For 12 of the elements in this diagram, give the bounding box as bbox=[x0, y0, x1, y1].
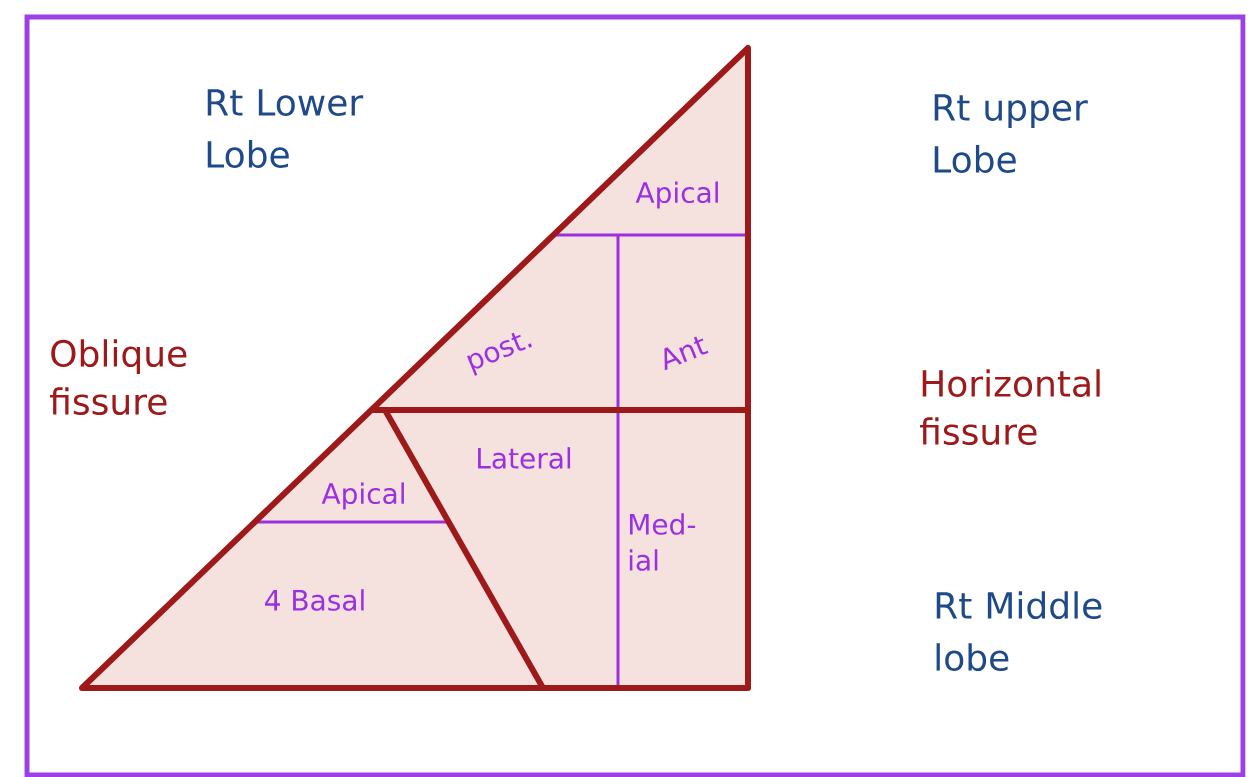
segment-label: Apical bbox=[321, 482, 404, 510]
segment-label: Med-ial bbox=[629, 513, 696, 571]
segment-label: Ant bbox=[664, 336, 709, 371]
segment-label: 4 Basal bbox=[265, 589, 364, 611]
lobe-label: Rt Lower Lobe bbox=[207, 89, 364, 168]
fissure-label: Horizontal fissure bbox=[920, 369, 1100, 446]
segment-label: post. bbox=[467, 332, 532, 376]
segment-label: Lateral bbox=[478, 447, 571, 469]
lobe-label: Rt upper Lobe bbox=[934, 94, 1088, 173]
segment-label: Apical bbox=[635, 181, 718, 209]
lobe-label: Rt Middle lobe bbox=[936, 591, 1102, 672]
fissure-label: Oblique fissure bbox=[50, 339, 187, 416]
